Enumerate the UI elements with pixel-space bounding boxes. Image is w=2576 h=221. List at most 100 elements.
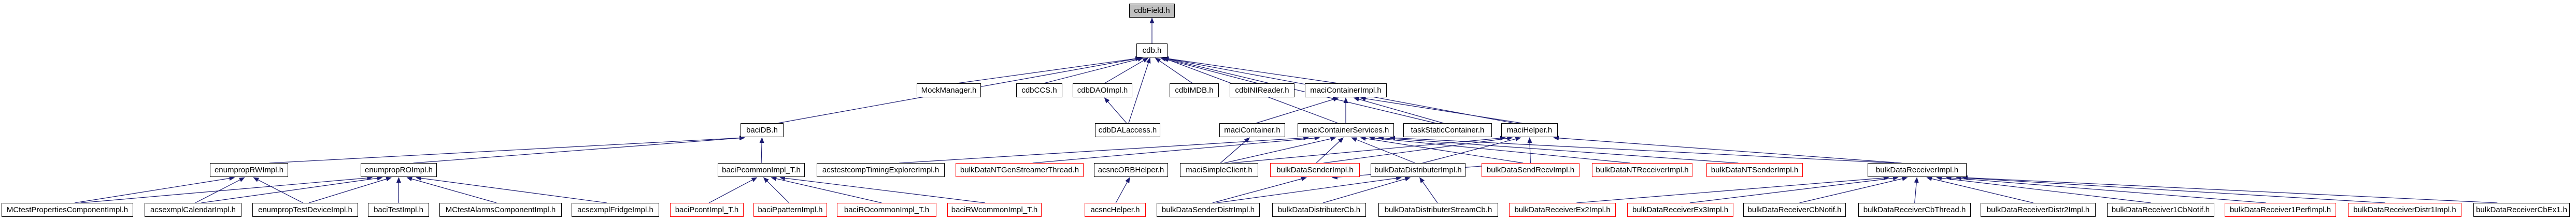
edge-bulkDataSenderDistrImpl_h-to-bulkDataDistributerImpl_h xyxy=(1216,175,1402,203)
graph-node-bulkDataDistributerStreamCb_h[interactable]: bulkDataDistributerStreamCb.h xyxy=(1378,203,1498,217)
graph-node-bulkDataNTReceiverImpl_h[interactable]: bulkDataNTReceiverImpl.h xyxy=(1592,163,1692,177)
graph-node-MCtestPropertiesComponentImpl_h[interactable]: MCtestPropertiesComponentImpl.h xyxy=(2,203,133,217)
edge-enumpropTestDeviceImpl_h-to-enumpropRWImpl_h xyxy=(253,177,303,203)
edge-bulkDataSendRecvImpl_h-to-maciHelper_h xyxy=(1527,137,1532,164)
graph-node-baciPpatternImpl_h[interactable]: baciPpatternImpl.h xyxy=(753,203,827,217)
graph-node-MockManager_h[interactable]: MockManager.h xyxy=(917,83,981,97)
graph-node-acsexmplCalendarImpl_h[interactable]: acsexmplCalendarImpl.h xyxy=(145,203,241,217)
edge-maciSimpleClient_h-to-maciHelper_h xyxy=(1231,136,1506,164)
graph-node-acstestcompTimingExplorerImpl_h[interactable]: acstestcompTimingExplorerImpl.h xyxy=(817,163,945,177)
edge-bulkDataReceiverCbEx1_h-to-bulkDataReceiverImpl_h xyxy=(1962,175,2498,203)
edge-bulkDataReceiver1CbNotif_h-to-bulkDataReceiverImpl_h xyxy=(1936,175,2151,203)
graph-node-maciSimpleClient_h[interactable]: maciSimpleClient.h xyxy=(1180,163,1258,177)
edge-taskStaticContainer_h-to-maciContainerImpl_h xyxy=(1353,97,1444,124)
graph-node-cdbCCS_h[interactable]: cdbCCS.h xyxy=(1016,83,1062,97)
edge-bulkDataSenderImpl_h-to-maciContainerServices_h xyxy=(1316,137,1344,164)
edge-acsexmplFridgeImpl_h-to-enumpropROImpl_h xyxy=(415,175,607,203)
graph-node-bulkDataReceiverEx2Impl_h[interactable]: bulkDataReceiverEx2Impl.h xyxy=(1509,203,1616,217)
edge-enumpropROImpl_h-to-baciDB_h xyxy=(413,136,745,164)
graph-node-cdbDAOImpl_h[interactable]: cdbDAOImpl.h xyxy=(1073,83,1132,97)
graph-node-maciContainerServices_h[interactable]: maciContainerServices.h xyxy=(1298,123,1394,137)
edge-cdbCCS_h-to-cdb_h xyxy=(1044,57,1144,84)
graph-node-bulkDataSenderImpl_h[interactable]: bulkDataSenderImpl.h xyxy=(1270,163,1360,177)
edge-bulkDataReceiverCbNotif_h-to-bulkDataReceiverImpl_h xyxy=(1799,176,1908,203)
edge-MCtestPropertiesComponentImpl_h-to-enumpropROImpl_h xyxy=(80,175,373,203)
graph-node-bulkDataReceiverImpl_h[interactable]: bulkDataReceiverImpl.h xyxy=(1868,163,1967,177)
graph-node-maciContainerImpl_h[interactable]: maciContainerImpl.h xyxy=(1305,83,1387,97)
graph-node-bulkDataSendRecvImpl_h[interactable]: bulkDataSendRecvImpl.h xyxy=(1482,163,1579,177)
graph-node-baciPcontImpl_T_h[interactable]: baciPcontImpl_T.h xyxy=(670,203,744,217)
edge-cdbDAOImpl_h-to-cdb_h xyxy=(1104,57,1149,84)
graph-node-bulkDataReceiver1CbNotif_h[interactable]: bulkDataReceiver1CbNotif.h xyxy=(2107,203,2214,217)
graph-node-bulkDataReceiverEx3Impl_h[interactable]: bulkDataReceiverEx3Impl.h xyxy=(1627,203,1733,217)
edge-bulkDataSenderImpl_h-to-maciHelper_h xyxy=(1323,136,1513,164)
graph-node-maciContainer_h[interactable]: maciContainer.h xyxy=(1219,123,1285,137)
edge-MCtestPropertiesComponentImpl_h-to-enumpropRWImpl_h xyxy=(74,176,235,203)
edge-baciPpatternImpl_h-to-baciPcommonImpl_T_h xyxy=(763,177,790,203)
graph-node-bulkDataReceiverCbThread_h[interactable]: bulkDataReceiverCbThread.h xyxy=(1858,203,1971,217)
graph-node-cdbINIReader_h[interactable]: cdbINIReader.h xyxy=(1230,83,1294,97)
edge-maciContainer_h-to-maciContainerImpl_h xyxy=(1256,97,1339,124)
graph-node-bulkDataReceiverCbEx1_h[interactable]: bulkDataReceiverCbEx1.h xyxy=(2473,203,2570,217)
edge-maciHelper_h-to-maciContainerImpl_h xyxy=(1360,96,1522,124)
graph-node-bulkDataReceiverCbNotif_h[interactable]: bulkDataReceiverCbNotif.h xyxy=(1743,203,1846,217)
graph-node-acsncORBHelper_h[interactable]: acsncORBHelper.h xyxy=(1094,163,1168,177)
edge-acstestcompTimingExplorerImpl_h-to-maciContainerServices_h xyxy=(899,136,1310,164)
graph-node-maciHelper_h[interactable]: maciHelper.h xyxy=(1501,123,1558,137)
graph-node-baciRWcommonImpl_T_h[interactable]: baciRWcommonImpl_T.h xyxy=(947,203,1042,217)
graph-node-bulkDataNTSenderImpl_h[interactable]: bulkDataNTSenderImpl.h xyxy=(1706,163,1803,177)
graph-node-bulkDataReceiverDistr2Impl_h[interactable]: bulkDataReceiverDistr2Impl.h xyxy=(1981,203,2096,217)
edge-baciROcommonImpl_T_h-to-baciPcommonImpl_T_h xyxy=(771,176,882,203)
graph-node-cdbDALaccess_h[interactable]: cdbDALaccess.h xyxy=(1095,123,1160,137)
graph-node-bulkDataSenderDistrImpl_h[interactable]: bulkDataSenderDistrImpl.h xyxy=(1157,203,1260,217)
edge-bulkDataDistributerImpl_h-to-maciContainerServices_h xyxy=(1351,137,1416,164)
graph-node-bulkDataNTGenStreamerThread_h[interactable]: bulkDataNTGenStreamerThread.h xyxy=(956,163,1084,177)
edge-maciContainerImpl_h-to-cdb_h xyxy=(1163,56,1339,84)
edge-taskStaticContainer_h-to-cdb_h xyxy=(1163,56,1436,124)
edge-MockManager_h-to-cdb_h xyxy=(957,56,1141,84)
graph-node-MCtestAlarmsComponentImpl_h[interactable]: MCtestAlarmsComponentImpl.h xyxy=(439,203,562,217)
graph-node-acsexmplFridgeImpl_h[interactable]: acsexmplFridgeImpl.h xyxy=(572,203,659,217)
graph-node-baciPcommonImpl_T_h[interactable]: baciPcommonImpl_T.h xyxy=(718,163,805,177)
edge-baciRWcommonImpl_T_h-to-baciPcommonImpl_T_h xyxy=(779,175,986,203)
edge-baciPcontImpl_T_h-to-baciPcommonImpl_T_h xyxy=(708,177,758,203)
graph-node-baciDB_h[interactable]: baciDB.h xyxy=(741,123,784,137)
edge-bulkDataReceiverImpl_h-to-maciContainerServices_h xyxy=(1389,136,1895,164)
graph-node-taskStaticContainer_h[interactable]: taskStaticContainer.h xyxy=(1403,123,1492,137)
edge-cdbDALaccess_h-to-cdbDAOImpl_h xyxy=(1104,97,1127,124)
graph-node-enumpropTestDeviceImpl_h[interactable]: enumpropTestDeviceImpl.h xyxy=(252,203,358,217)
edge-bulkDataSenderDistrImpl_h-to-bulkDataSenderImpl_h xyxy=(1212,176,1307,203)
edge-cdbIMDB_h-to-cdb_h xyxy=(1155,57,1193,84)
graph-node-bulkDataReceiverDistr1Impl_h[interactable]: bulkDataReceiverDistr1Impl.h xyxy=(2348,203,2461,217)
graph-node-enumpropRWImpl_h[interactable]: enumpropRWImpl.h xyxy=(210,163,288,177)
graph-node-acsncHelper_h[interactable]: acsncHelper.h xyxy=(1085,203,1146,217)
edge-bulkDataReceiverEx2Impl_h-to-bulkDataReceiverImpl_h xyxy=(1576,175,1889,203)
edge-bulkDataNTReceiverImpl_h-to-maciContainerServices_h xyxy=(1369,136,1631,164)
graph-node-bulkDataReceiver1PerfImpl_h[interactable]: bulkDataReceiver1PerfImpl.h xyxy=(2225,203,2336,217)
edge-baciPcommonImpl_T_h-to-baciDB_h xyxy=(759,137,764,164)
edge-bulkDataReceiver1PerfImpl_h-to-bulkDataReceiverImpl_h xyxy=(1945,175,2266,203)
graph-node-cdbIMDB_h[interactable]: cdbIMDB.h xyxy=(1170,83,1219,97)
graph-node-baciTestImpl_h[interactable]: baciTestImpl.h xyxy=(368,203,429,217)
graph-node-enumpropROImpl_h[interactable]: enumpropROImpl.h xyxy=(361,163,437,177)
graph-node-cdb_h[interactable]: cdb.h xyxy=(1136,43,1168,57)
edge-bulkDataDistributerCb_h-to-bulkDataDistributerImpl_h xyxy=(1322,176,1411,203)
edge-acsexmplCalendarImpl_h-to-enumpropROImpl_h xyxy=(201,175,383,203)
edge-acsncHelper_h-to-acsncORBHelper_h xyxy=(1115,177,1130,203)
edge-acsexmplCalendarImpl_h-to-enumpropRWImpl_h xyxy=(195,177,245,203)
edge-bulkDataNTSenderImpl_h-to-maciContainerServices_h xyxy=(1378,136,1739,164)
edge-maciSimpleClient_h-to-maciContainerServices_h xyxy=(1224,136,1336,164)
edge-bulkDataReceiverCbThread_h-to-bulkDataReceiverImpl_h xyxy=(1914,177,1919,203)
edge-bulkDataDistributerStreamCb_h-to-bulkDataDistributerImpl_h xyxy=(1419,177,1438,203)
edge-MCtestAlarmsComponentImpl_h-to-enumpropROImpl_h xyxy=(406,176,497,203)
edge-bulkDataReceiverEx3Impl_h-to-bulkDataReceiverImpl_h xyxy=(1689,175,1899,203)
graph-node-bulkDataDistributerImpl_h[interactable]: bulkDataDistributerImpl.h xyxy=(1371,163,1465,177)
edge-cdbINIReader_h-to-cdb_h xyxy=(1160,57,1258,84)
graph-node-baciROcommonImpl_T_h[interactable]: baciROcommonImpl_T.h xyxy=(837,203,936,217)
edge-bulkDataSendRecvImpl_h-to-maciContainerServices_h xyxy=(1360,136,1524,164)
graph-node-bulkDataDistributerCb_h[interactable]: bulkDataDistributerCb.h xyxy=(1272,203,1366,217)
graph-node-cdbField_h[interactable]: cdbField.h xyxy=(1129,4,1175,18)
edge-bulkDataReceiverDistr2Impl_h-to-bulkDataReceiverImpl_h xyxy=(1926,176,2033,203)
